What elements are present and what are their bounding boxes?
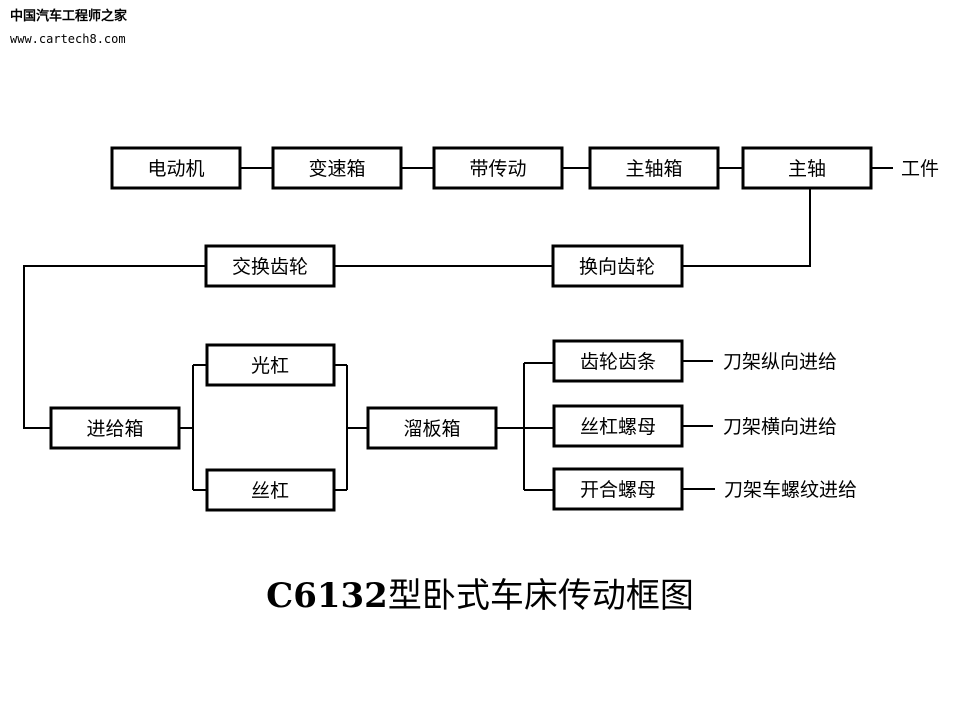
node-reversing-gears: 换向齿轮 bbox=[551, 244, 684, 288]
node-lead-screw-nut-label: 丝杠螺母 bbox=[580, 416, 656, 438]
title-model: C6132 bbox=[266, 576, 388, 616]
output-transverse-feed-label: 刀架横向进给 bbox=[723, 416, 837, 438]
node-workpiece-label: 工件 bbox=[901, 158, 939, 180]
connector-spindle-reversing bbox=[682, 188, 811, 267]
node-headstock: 主轴箱 bbox=[588, 146, 720, 190]
node-change-gears: 交换齿轮 bbox=[204, 244, 336, 288]
node-lead-screw-label: 丝杠 bbox=[251, 480, 289, 502]
node-gearbox-label: 变速箱 bbox=[308, 158, 365, 180]
node-lead-screw: 丝杠 bbox=[205, 468, 336, 512]
node-spindle-label: 主轴 bbox=[788, 158, 826, 180]
node-apron-label: 溜板箱 bbox=[403, 418, 460, 440]
node-split-nut-label: 开合螺母 bbox=[580, 479, 656, 501]
node-motor: 电动机 bbox=[110, 146, 242, 190]
node-feed-rod: 光杠 bbox=[205, 343, 336, 387]
node-belt-drive-label: 带传动 bbox=[469, 158, 526, 180]
output-longitudinal-feed-label: 刀架纵向进给 bbox=[723, 351, 837, 373]
node-feed-rod-label: 光杠 bbox=[251, 355, 289, 377]
diagram-title: C6132型卧式车床传动框图 bbox=[0, 568, 960, 617]
node-motor-label: 电动机 bbox=[147, 158, 204, 180]
node-spindle: 主轴 bbox=[741, 146, 873, 190]
node-apron: 溜板箱 bbox=[366, 406, 498, 450]
node-rack-pinion-label: 齿轮齿条 bbox=[580, 351, 656, 373]
node-feed-box-label: 进给箱 bbox=[86, 418, 143, 440]
output-thread-feed-label: 刀架车螺纹进给 bbox=[724, 479, 857, 501]
title-text: 型卧式车床传动框图 bbox=[387, 576, 694, 616]
node-split-nut: 开合螺母 bbox=[552, 467, 684, 511]
node-lead-screw-nut: 丝杠螺母 bbox=[552, 404, 684, 448]
node-feed-box: 进给箱 bbox=[49, 406, 181, 450]
node-reversing-gears-label: 换向齿轮 bbox=[579, 256, 655, 278]
watermark-url: www.cartech8.com bbox=[10, 32, 126, 46]
watermark-site-name: 中国汽车工程师之家 bbox=[10, 9, 128, 24]
node-belt-drive: 带传动 bbox=[432, 146, 564, 190]
connectors bbox=[23, 167, 893, 491]
node-gearbox: 变速箱 bbox=[271, 146, 403, 190]
node-headstock-label: 主轴箱 bbox=[625, 158, 682, 180]
node-change-gears-label: 交换齿轮 bbox=[232, 256, 308, 278]
connector-change-feedbox bbox=[23, 265, 206, 429]
node-rack-pinion: 齿轮齿条 bbox=[552, 339, 684, 383]
